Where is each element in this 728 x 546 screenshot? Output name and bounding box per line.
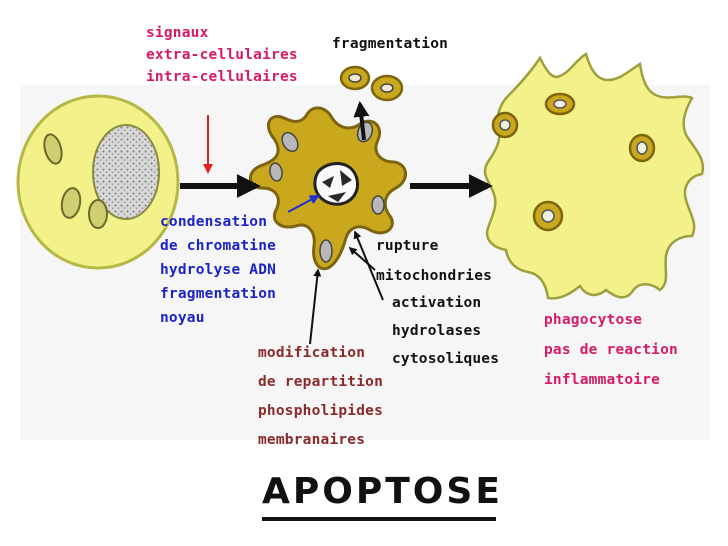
- phagocytose-line: inflammatoire: [544, 372, 661, 388]
- nucleus-label: condensation de chromatine hydrolyse ADN…: [160, 210, 276, 330]
- nucleus-line: de chromatine: [160, 238, 277, 254]
- arrow-rupture: [348, 246, 376, 271]
- signals-line: extra-cellulaires: [146, 47, 298, 63]
- normal-cell: [16, 94, 180, 270]
- nucleus: [92, 124, 160, 220]
- title-underline: [262, 517, 496, 521]
- signals-label: signaux extra-cellulaires intra-cellulai…: [146, 22, 298, 88]
- fragmentation-label: fragmentation: [332, 33, 448, 55]
- phagocytose-line: pas de reaction: [544, 342, 678, 358]
- nucleus-line: condensation: [160, 214, 268, 230]
- arrow-fragmentation: [353, 100, 370, 141]
- signals-line: intra-cellulaires: [146, 69, 298, 85]
- membrane-line: de repartition: [258, 374, 384, 390]
- phagocyte-cell: [483, 52, 705, 300]
- signals-line: signaux: [146, 25, 209, 41]
- nucleus-line: hydrolyse ADN: [160, 262, 277, 278]
- arrow-chromatin: [287, 195, 320, 213]
- rupture-line: rupture: [376, 238, 439, 254]
- membrane-line: membranaires: [258, 432, 366, 448]
- apoptotic-cell: [249, 106, 407, 271]
- process-arrows: [180, 100, 493, 345]
- diagram-title: APOPTOSE: [262, 471, 503, 512]
- rupture-line: mitochondries: [376, 268, 493, 284]
- arrow-activation: [353, 230, 384, 301]
- membrane-line: phospholipides: [258, 403, 384, 419]
- rupture-label: rupture mitochondries: [376, 231, 492, 291]
- arrow-membrane: [309, 268, 322, 345]
- activation-label: activation hydrolases cytosoliques: [392, 289, 499, 373]
- apoptotic-bodies: [339, 65, 404, 102]
- membrane-line: modification: [258, 345, 366, 361]
- phagocytose-label: phagocytose pas de reaction inflammatoir…: [544, 305, 678, 395]
- fragmentation-text: fragmentation: [332, 36, 449, 52]
- activation-line: cytosoliques: [392, 351, 500, 367]
- fragmented-nucleus: [313, 162, 359, 206]
- phagocytose-line: phagocytose: [544, 312, 643, 328]
- activation-line: hydrolases: [392, 323, 482, 339]
- nucleus-line: noyau: [160, 310, 205, 326]
- nucleus-line: fragmentation: [160, 286, 277, 302]
- membrane-label: modification de repartition phospholipid…: [258, 339, 383, 455]
- mitochondria: [43, 133, 108, 229]
- activation-line: activation: [392, 295, 482, 311]
